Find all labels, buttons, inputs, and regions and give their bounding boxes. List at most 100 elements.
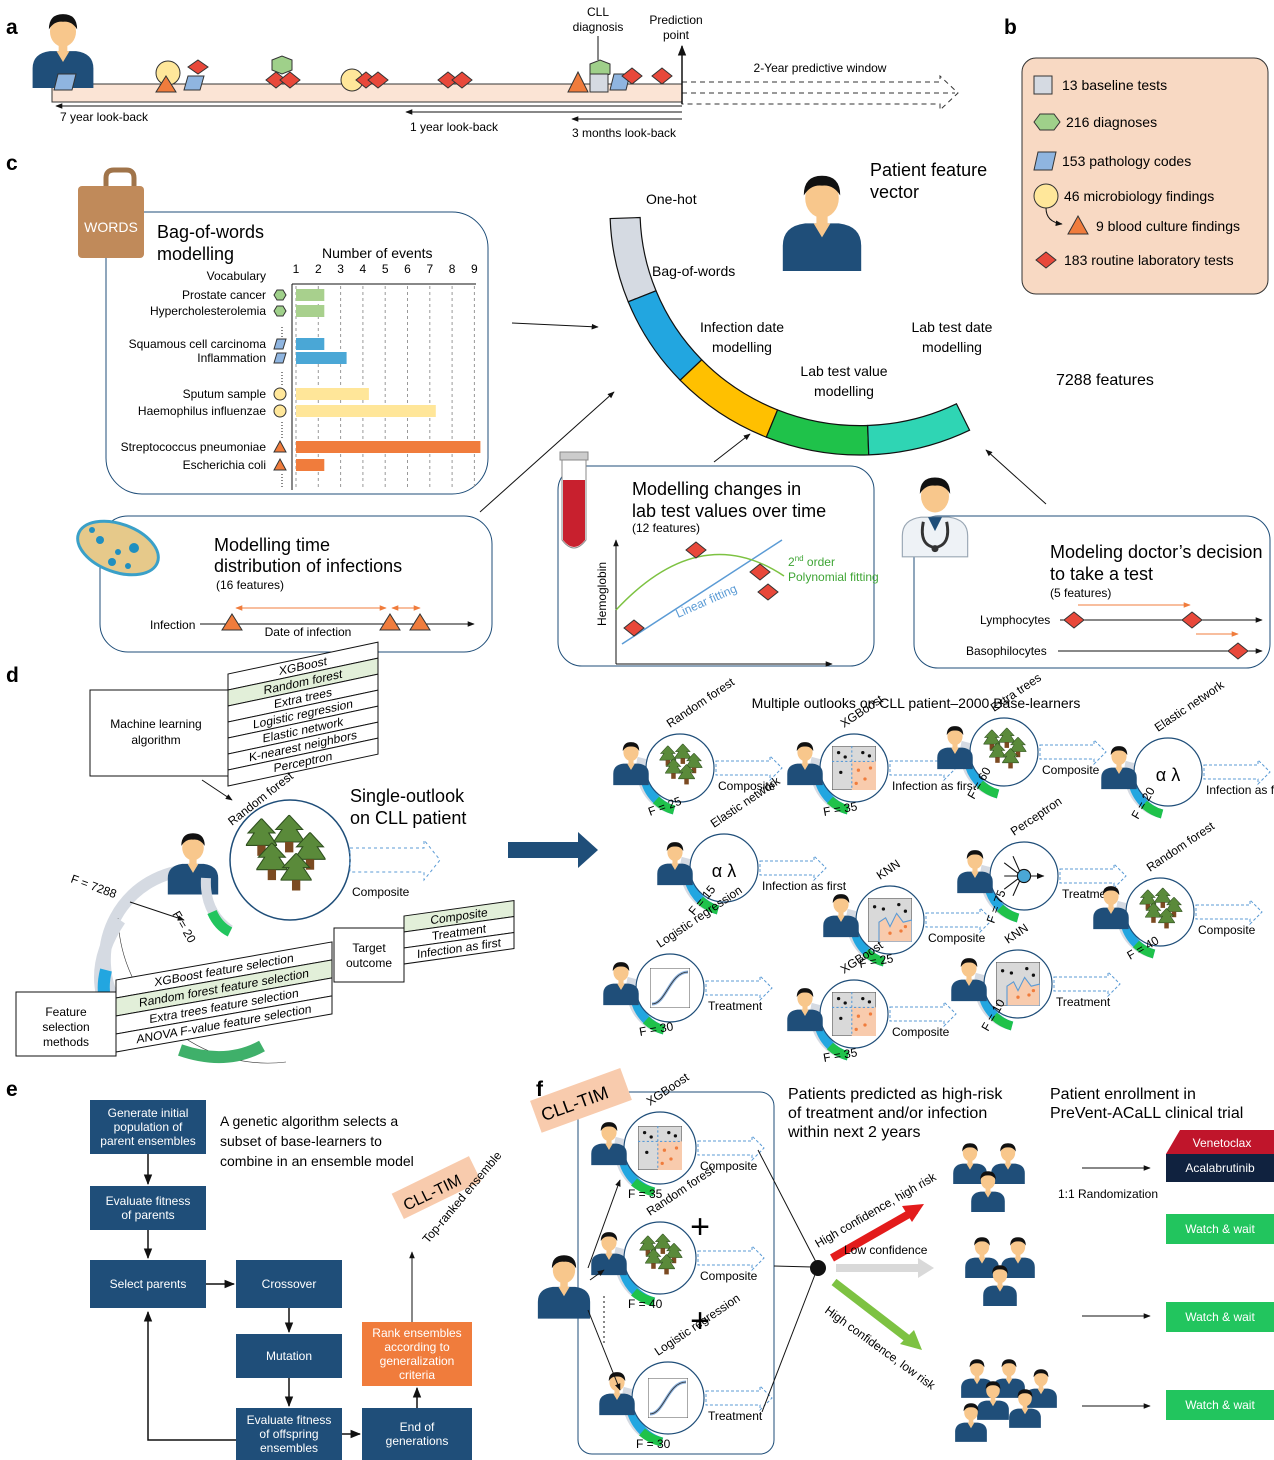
f-total-arrow: [129, 901, 185, 921]
xgboost-plot-icon: [832, 746, 876, 790]
legend-label-pathology: 153 pathology codes: [1062, 153, 1191, 169]
doctor-row-lymphocytes: Lymphocytes: [980, 613, 1050, 627]
bar: [296, 352, 347, 364]
learner-outcome-arrow: [1039, 738, 1107, 766]
doctor-to-arc-arrow: [985, 449, 1047, 505]
patient-to-lr-arrow: [587, 1309, 621, 1391]
test-tube-icon: [559, 451, 589, 549]
learner-f-value: F = 40: [628, 1297, 663, 1311]
bar: [296, 441, 481, 453]
microbiology-arrow: [1045, 207, 1063, 226]
tick-label: 1: [293, 262, 300, 276]
watch-wait-arm-1: [1166, 1214, 1274, 1244]
ga-box-text: generations: [386, 1434, 449, 1448]
fs-label-2: selection: [42, 1020, 89, 1034]
legend-label-lab-tests: 183 routine laboratory tests: [1064, 252, 1234, 268]
lab-box-title-2: lab test values over time: [632, 501, 826, 521]
polynomial-fit-curve: [615, 553, 785, 611]
ga-box-text: Crossover: [262, 1277, 317, 1291]
learner-name: KNN: [1002, 921, 1031, 947]
bar: [296, 388, 369, 400]
learner-outcome: Infection as first: [1206, 783, 1274, 797]
category-icon: [273, 457, 287, 471]
feature-arc-segment: [765, 409, 870, 456]
learner-outcome: Composite: [718, 779, 776, 793]
patient-feature-person-icon: [782, 175, 862, 271]
ga-box-text: criteria: [399, 1368, 435, 1382]
timeline-events: [53, 55, 673, 93]
watch-wait-label-2: Watch & wait: [1185, 1310, 1255, 1324]
blood-culture-triangle-icon: [1067, 214, 1089, 235]
ga-box-text: of parents: [121, 1208, 174, 1222]
lab-y-label: Hemoglobin: [595, 562, 609, 626]
alpha-lambda-symbol: α λ: [712, 861, 736, 881]
main-outcome-arrow: [349, 838, 441, 882]
learner-circle: [1125, 877, 1195, 947]
category-icon: [273, 404, 287, 418]
low-confidence-label: Low confidence: [844, 1243, 928, 1257]
doctor-box-title-2: to take a test: [1050, 564, 1153, 584]
poly-fit-label-2: Polynomial fitting: [788, 570, 879, 584]
lab-to-arc-arrow: [713, 433, 751, 463]
learner-outcome-arrow: [705, 1384, 773, 1412]
main-learner-f: F = 20: [169, 909, 198, 946]
panel-label-d: d: [6, 664, 19, 687]
infection-event-2: [379, 613, 401, 631]
category-label: Sputum sample: [183, 387, 267, 401]
learner-name: KNN: [874, 857, 903, 883]
panel-label-c: c: [6, 152, 18, 175]
low-risk-arrow-shaft: [831, 1278, 915, 1346]
patient-feature-title-1: Patient feature: [870, 160, 987, 180]
main-learner-outcome: Composite: [352, 885, 410, 899]
tick-label: 7: [426, 262, 433, 276]
segment-label-lab-value-2: modelling: [814, 383, 874, 399]
tick-label: 4: [360, 262, 367, 276]
xgboost-plot-icon: [638, 1126, 682, 1170]
bar: [296, 405, 436, 417]
ml-algorithm-label-2: algorithm: [131, 733, 180, 747]
watch-wait-label-3: Watch & wait: [1185, 1398, 1255, 1412]
ga-box-text: of offspring: [259, 1427, 318, 1441]
target-outcome-label-2: outcome: [346, 956, 392, 970]
bar: [296, 305, 325, 317]
watch-wait-label-1: Watch & wait: [1185, 1222, 1255, 1236]
predicted-title-3: within next 2 years: [787, 1124, 921, 1141]
bow-to-arc-arrow: [511, 322, 599, 330]
lab-value-box: [557, 465, 875, 667]
lookback-1y-label: 1 year look-back: [410, 120, 499, 134]
learner-outcome-arrow: [1053, 970, 1121, 998]
infection-timing-box: [99, 515, 493, 653]
main-learner: [98, 799, 441, 1064]
xgboost-plot-icon: [832, 992, 876, 1036]
logistic-curve-icon: [650, 968, 690, 1008]
lab-test-diamond-icon: [1035, 251, 1057, 269]
bow-title-1: Bag-of-words: [157, 222, 264, 242]
ga-text-2: subset of base-learners to: [220, 1133, 382, 1149]
lymphocytes-test-1: [1063, 611, 1085, 629]
learner-outcome: Treatment: [1062, 887, 1117, 901]
target-outcome-box: [333, 927, 405, 983]
category-label: Haemophilus influenzae: [138, 404, 266, 418]
ga-box-evaluate-parents: [90, 1186, 206, 1230]
knn-plot-icon: [996, 962, 1040, 1006]
ga-box-text: parent ensembles: [100, 1134, 195, 1148]
diagnosis-hexagon-icon: [1033, 113, 1061, 131]
ml-to-learner-arrow: [201, 779, 233, 801]
tick-label: 3: [337, 262, 344, 276]
high-risk-arrow-head: [902, 1204, 924, 1222]
learner-outcome-arrow: [925, 906, 993, 934]
ga-text-3: combine in an ensemble model: [220, 1153, 414, 1169]
infection-to-arc-arrow: [479, 391, 615, 513]
venetoclax-arm: [1166, 1130, 1274, 1154]
ga-box-text: Evaluate fitness: [247, 1413, 332, 1427]
poly-fit-superscript: nd: [795, 554, 804, 563]
watch-wait-arm-2: [1166, 1302, 1274, 1332]
predicted-title-1: Patients predicted as high-risk: [788, 1086, 1003, 1103]
infection-box-title-1: Modelling time: [214, 535, 330, 555]
bacteria-icon: [76, 519, 160, 577]
